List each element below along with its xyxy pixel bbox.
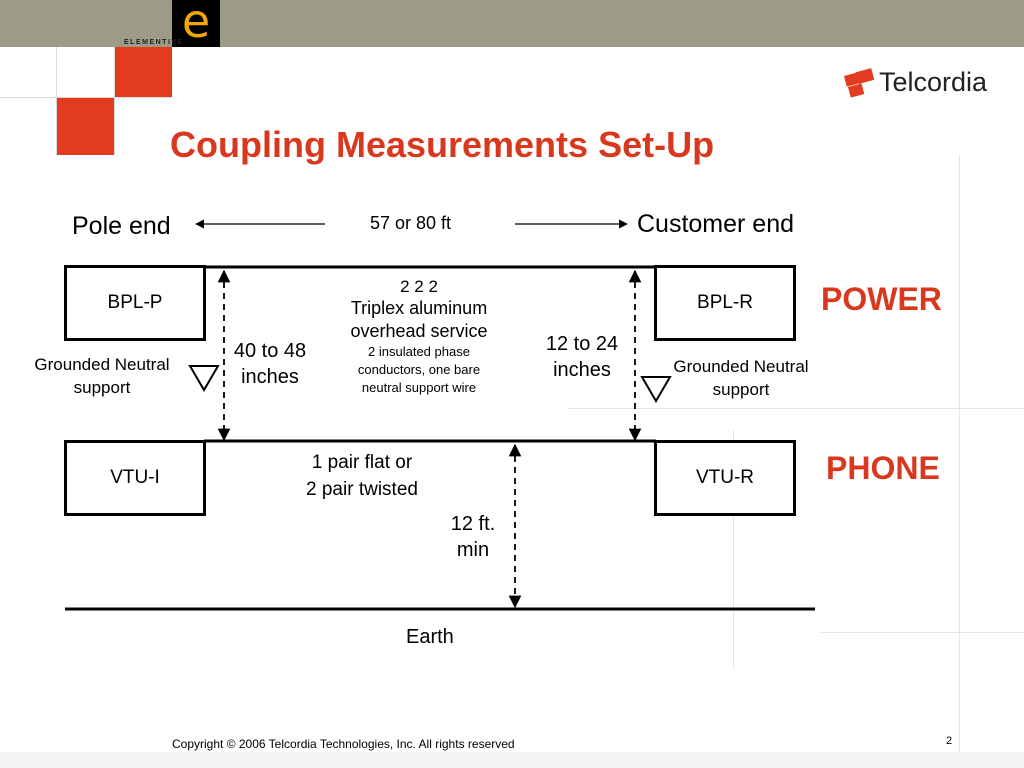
slide-title: Coupling Measurements Set-Up [170,124,715,165]
telcordia-logo: Telcordia [843,66,1013,102]
grounded-neutral-right-line2: support [712,380,770,399]
pole-end-label: Pole end [72,212,171,240]
triplex-line2: Triplex aluminum [350,298,488,318]
separation-right-line1: 12 to 24 [545,333,619,355]
decor-line [0,97,172,98]
triplex-line3: overhead service [350,321,488,341]
grounded-neutral-right-line1: Grounded Neutral [673,357,809,376]
header-bar [0,0,1024,47]
vtu-r-box: VTU-R [654,440,796,516]
elementive-logo: e [172,0,220,48]
triplex-line5: conductors, one bare [357,362,481,377]
grounded-neutral-left-line1: Grounded Neutral [34,355,170,374]
decor-line [114,47,115,155]
elementive-logo-letter: e [181,0,211,48]
vtu-i-box: VTU-I [64,440,206,516]
decor-line [959,155,960,752]
decor-square [57,97,115,155]
triplex-line6: neutral support wire [361,380,477,395]
bpl-p-box: BPL-P [64,265,206,341]
decor-line [56,47,57,155]
decor-line [733,430,734,670]
telcordia-logo-text: Telcordia [879,67,988,97]
grounded-neutral-left-line2: support [73,378,131,397]
clearance-line2: min [456,539,490,561]
triplex-line1: 2 2 2 [400,277,438,296]
bpl-r-box: BPL-R [654,265,796,341]
ground-triangle-left [188,365,220,392]
power-label: POWER [821,281,942,317]
earth-label: Earth [406,626,454,648]
elementive-logo-text: ELEMENTIVE [124,39,184,46]
pair-description: 1 pair flat or 2 pair twisted [282,449,442,503]
separation-left-line1: 40 to 48 [233,340,307,362]
decorative-squares [0,47,180,157]
copyright-text: Copyright © 2006 Telcordia Technologies,… [172,737,515,751]
pair-line2: 2 pair twisted [306,479,418,500]
grounded-neutral-left: Grounded Neutral support [22,353,182,399]
clearance-line1: 12 ft. [450,513,496,535]
decor-square [115,47,172,97]
pair-line1: 1 pair flat or [311,452,413,473]
decor-line [820,632,1024,633]
separation-left-label: 40 to 48 inches [225,338,315,390]
decor-line [568,408,1024,409]
ground-triangle-right [640,376,672,403]
triplex-description: 2 2 2 Triplex aluminum overhead service … [329,277,509,397]
grounded-neutral-right: Grounded Neutral support [661,355,821,401]
customer-end-label: Customer end [637,210,795,238]
telcordia-logo-mark [843,68,875,98]
separation-right-line2: inches [553,359,611,381]
phone-label: PHONE [826,450,940,486]
footer-bar [0,752,1024,768]
separation-right-label: 12 to 24 inches [537,331,627,383]
page-number: 2 [946,735,953,747]
triplex-line4: 2 insulated phase [368,344,470,359]
separation-left-line2: inches [241,366,299,388]
clearance-label: 12 ft. min [433,511,513,563]
span-length-label: 57 or 80 ft [370,213,452,233]
